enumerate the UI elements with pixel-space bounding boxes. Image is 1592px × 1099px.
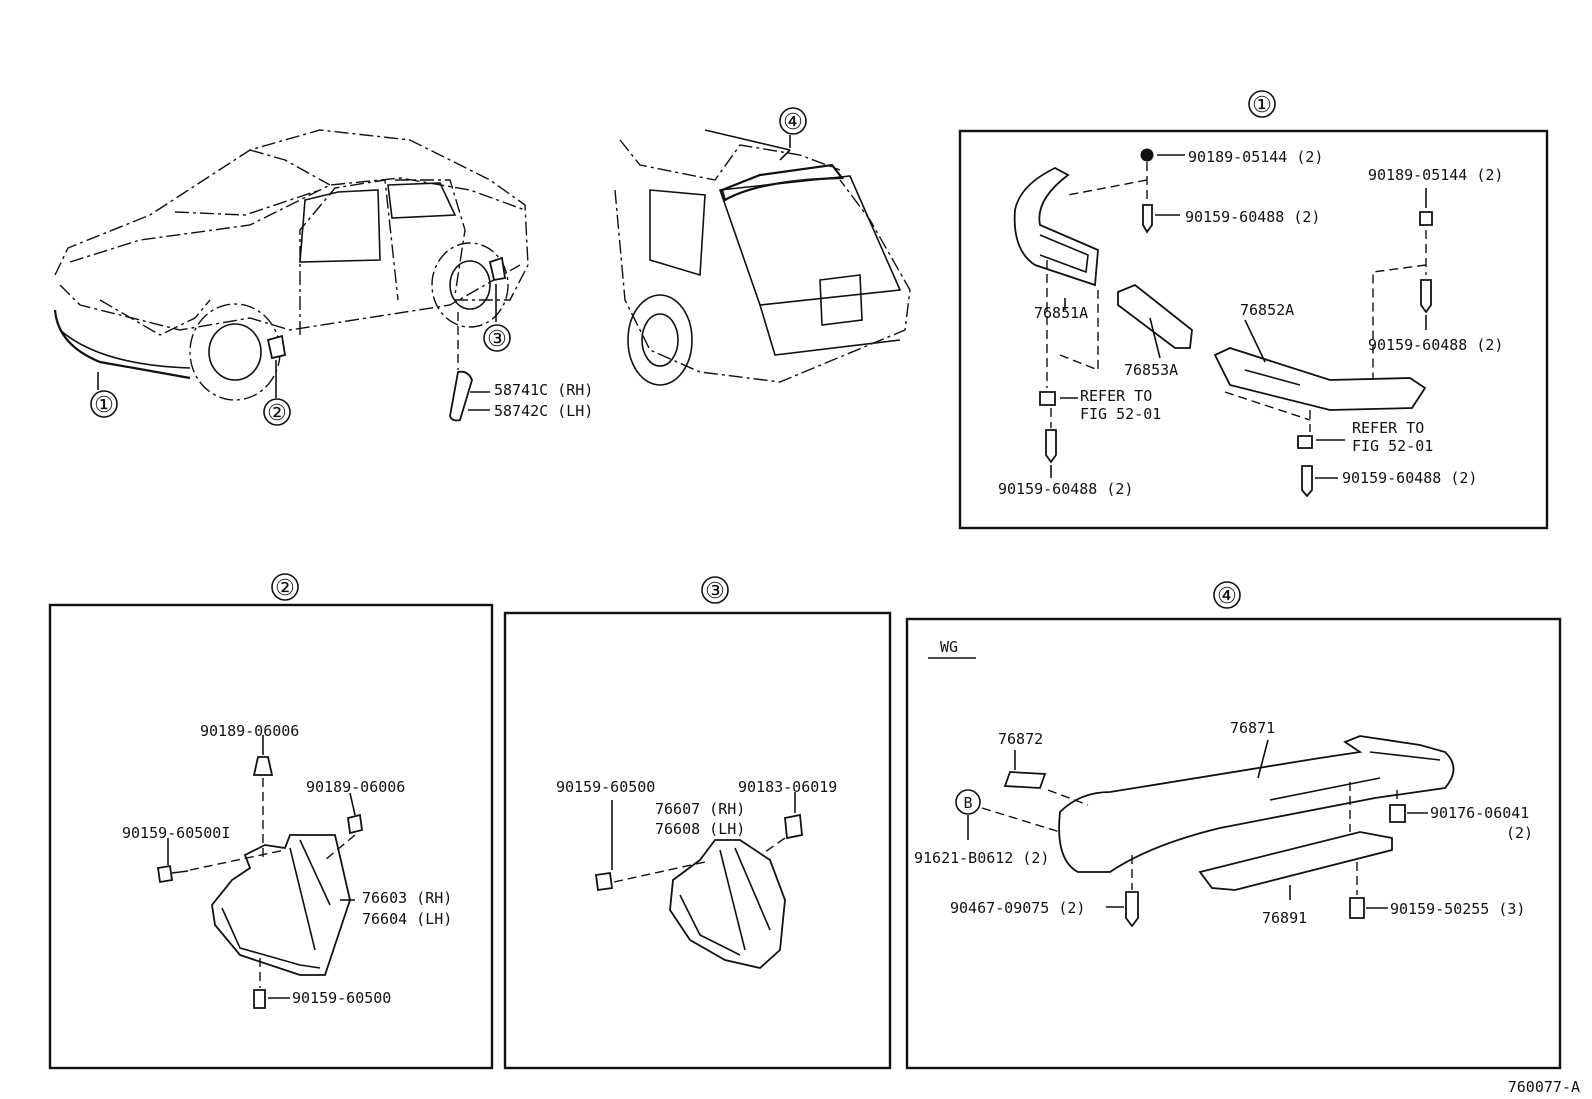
svg-text:①: ①: [1252, 93, 1272, 118]
part-90189-06006-label-b: 90189-06006: [306, 778, 405, 796]
fig-52-01-label-b: FIG 52-01: [1352, 437, 1433, 455]
part-76607-label: 76607 (RH): [655, 800, 745, 818]
part-76607-mudguard[interactable]: [669, 839, 786, 969]
part-90159-60488-label-d: 90159-60488 (2): [1342, 469, 1477, 487]
panel-3-title: ③: [701, 576, 729, 604]
part-90159-60500-label-c: 90159-60500: [556, 778, 655, 796]
screw-90159-60500-c-icon: [594, 871, 614, 892]
sedan-callout-1[interactable]: ①: [90, 390, 118, 418]
part-76891-bracket[interactable]: [1198, 831, 1393, 891]
sedan-overview: [53, 129, 529, 422]
clip-refer2-icon: [1297, 435, 1313, 449]
panel-3-frame: [503, 611, 892, 1070]
clip-90189-b-icon: [1419, 211, 1433, 226]
part-76853a-label: 76853A: [1124, 361, 1178, 379]
refer-to-label-b: REFER TO: [1352, 419, 1424, 437]
panel-4-title: ④: [1213, 581, 1241, 609]
part-90159-60500-label-a: 90159-60500I: [122, 824, 230, 842]
clip-90176-icon: [1389, 804, 1406, 823]
part-76608-label: 76608 (LH): [655, 820, 745, 838]
svg-text:④: ④: [783, 110, 803, 135]
clip-90189-a-icon: [1140, 148, 1154, 162]
screw-90159-d-icon: [1301, 465, 1313, 498]
part-90176-06041-label: 90176-06041: [1430, 804, 1529, 822]
part-58741c-label: 58741C (RH): [494, 381, 593, 399]
part-90159-50255-label: 90159-50255 (3): [1390, 900, 1525, 918]
svg-text:②: ②: [275, 576, 295, 601]
part-76871-label: 76871: [1230, 719, 1275, 737]
part-76603-label: 76603 (RH): [362, 889, 452, 907]
panel-1-frame: [958, 129, 1549, 530]
part-76871-spoiler[interactable]: [1058, 735, 1455, 873]
part-90159-60488-label-c: 90159-60488 (2): [998, 480, 1133, 498]
part-76603-mudguard[interactable]: [211, 834, 351, 976]
part-90159-60500-label-b: 90159-60500: [292, 989, 391, 1007]
nut-90189-06006-b-icon: [347, 813, 363, 835]
part-90189-06006-label-a: 90189-06006: [200, 722, 299, 740]
refer-to-label-a: REFER TO: [1080, 387, 1152, 405]
screw-90467-icon: [1125, 891, 1139, 928]
sedan-callout-3[interactable]: ③: [483, 324, 511, 352]
screw-90159-50255-icon: [1349, 897, 1365, 919]
variant-wg-label: WG: [940, 638, 958, 656]
part-76851a[interactable]: [1013, 166, 1099, 287]
fig-52-01-label-a: FIG 52-01: [1080, 405, 1161, 423]
part-90159-60488-label-a: 90159-60488 (2): [1185, 208, 1320, 226]
part-76872-pad[interactable]: [1003, 771, 1047, 789]
part-76852a-label: 76852A: [1240, 301, 1294, 319]
screw-90159-a-icon: [1142, 204, 1153, 234]
nut-90183-06019-icon: [784, 813, 803, 840]
part-58742c-label: 58742C (LH): [494, 402, 593, 420]
part-90176-06041-qty: (2): [1506, 824, 1533, 842]
panel-2-title: ②: [271, 573, 299, 601]
part-76853a[interactable]: [1117, 283, 1193, 349]
screw-90159-b-icon: [1420, 279, 1432, 314]
part-90467-09075-label: 90467-09075 (2): [950, 899, 1085, 917]
wagon-callout-4[interactable]: ④: [779, 107, 807, 135]
part-76852a[interactable]: [1213, 347, 1427, 411]
panel-4-frame: [905, 617, 1562, 1070]
sedan-callout-2[interactable]: ②: [263, 398, 291, 426]
svg-text:①: ①: [94, 393, 114, 418]
wagon-overview: [614, 129, 911, 386]
panel-1-title: ①: [1248, 90, 1276, 118]
part-76851a-label: 76851A: [1034, 304, 1088, 322]
part-90189-05144-label-b: 90189-05144 (2): [1368, 166, 1503, 184]
screw-90159-60500-a-icon: [156, 864, 189, 884]
part-90183-06019-label: 90183-06019: [738, 778, 837, 796]
screw-90189-06006-a-icon: [252, 756, 274, 776]
part-76604-label: 76604 (LH): [362, 910, 452, 928]
part-91621-b0612-label: 91621-B0612 (2): [914, 849, 1049, 867]
part-90189-05144-label-a: 90189-05144 (2): [1188, 148, 1323, 166]
svg-text:④: ④: [1217, 584, 1237, 609]
svg-text:②: ②: [267, 401, 287, 426]
part-90159-60488-label-b: 90159-60488 (2): [1368, 336, 1503, 354]
callout-b-icon[interactable]: B: [955, 789, 981, 815]
part-76872-label: 76872: [998, 730, 1043, 748]
svg-text:B: B: [963, 794, 972, 812]
figure-id: 760077-A: [1508, 1078, 1580, 1096]
svg-text:③: ③: [705, 579, 725, 604]
part-76891-label: 76891: [1262, 909, 1307, 927]
screw-90159-60500-b-icon: [253, 989, 266, 1009]
clip-refer1-icon: [1039, 391, 1056, 406]
panel-2-frame: [48, 603, 494, 1070]
screw-90159-c-icon: [1045, 429, 1057, 464]
svg-text:③: ③: [487, 327, 507, 352]
